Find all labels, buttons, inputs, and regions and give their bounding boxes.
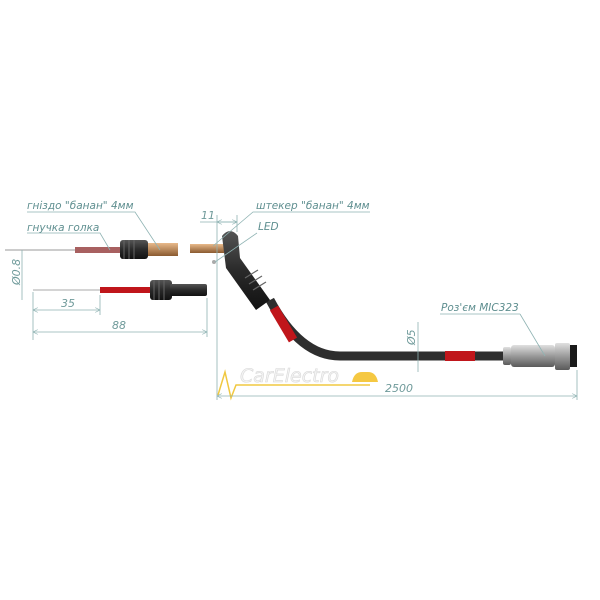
socket-label: гніздо "банан" 4мм bbox=[27, 200, 134, 212]
led-icon bbox=[212, 260, 216, 264]
needle-probe-bottom bbox=[33, 280, 207, 300]
mic323-connector bbox=[503, 343, 577, 370]
needle-probe-top bbox=[5, 240, 178, 259]
needle-length-dim: 35 bbox=[61, 297, 75, 310]
plug-offset-dim: 11 bbox=[201, 209, 215, 222]
leader-lines bbox=[27, 211, 546, 357]
connector-label: Роз'єм МІС323 bbox=[441, 302, 519, 314]
cable-length-dim: 2500 bbox=[385, 382, 413, 395]
test-cable bbox=[190, 231, 577, 370]
led-label: LED bbox=[258, 221, 279, 233]
dimension-lines bbox=[21, 215, 578, 400]
needle-diameter-dim: Ø0.8 bbox=[10, 259, 23, 286]
cable-diameter-dim: Ø5 bbox=[405, 329, 418, 346]
svg-text:CarElectro: CarElectro bbox=[240, 365, 339, 387]
plug-label: штекер "банан" 4мм bbox=[256, 200, 370, 212]
needle-label: гнучка голка bbox=[27, 222, 99, 234]
watermark-logo: CarElectro bbox=[217, 365, 378, 401]
probe-length-dim: 88 bbox=[112, 319, 126, 332]
